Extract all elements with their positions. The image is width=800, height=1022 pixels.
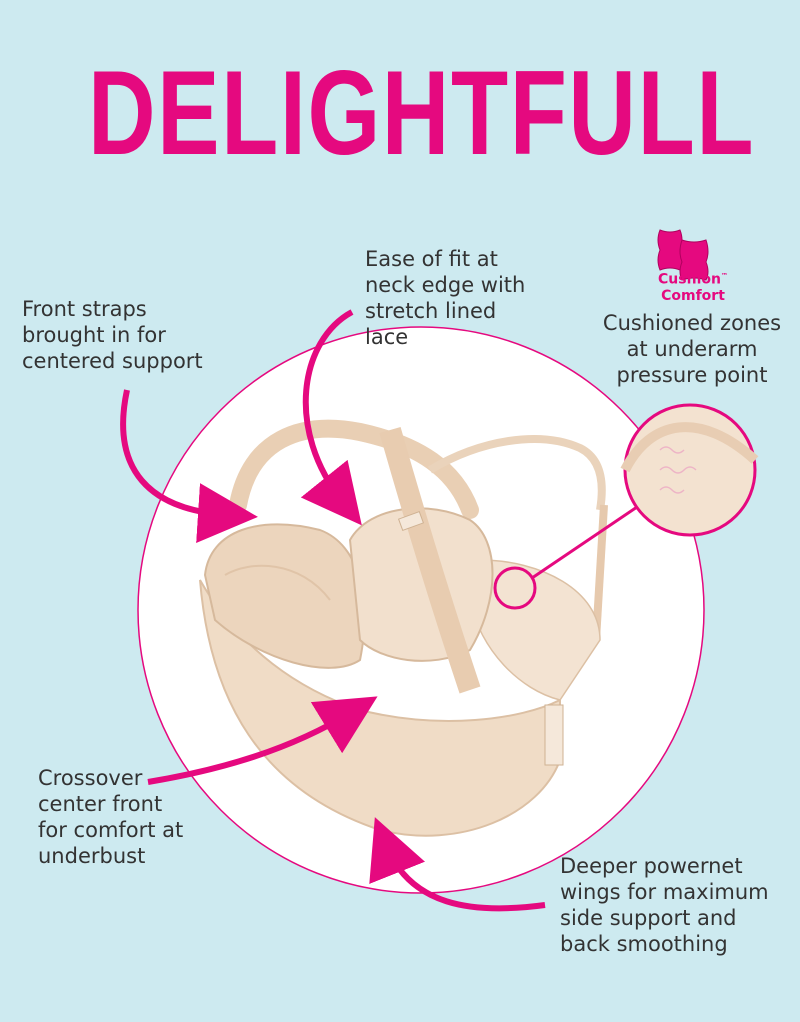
cushion-comfort-badge: Cushion™ Comfort (648, 268, 738, 304)
cushion-pillows-icon (657, 229, 709, 281)
callout-powernet: Deeper powernet wings for maximum side s… (560, 854, 769, 956)
detail-small-circle (493, 566, 537, 610)
arrow-crossover (147, 696, 378, 785)
arrow-neck-edge (300, 309, 362, 526)
arrow-front-straps (120, 389, 258, 544)
badge-line1: Cushion (658, 271, 721, 288)
badge-line2: Comfort (661, 287, 725, 304)
bra-illustration (199, 419, 608, 837)
badge-tm: ™ (720, 272, 728, 280)
callout-front-straps: Front straps brought in for centered sup… (22, 297, 203, 373)
arrow-powernet (369, 817, 546, 912)
callout-cushioned: Cushioned zones at underarm pressure poi… (602, 311, 782, 387)
detail-zoom-pattern (659, 446, 697, 494)
callout-neck-edge: Ease of fit at neck edge with stretch li… (365, 247, 526, 349)
page-title: DELIGHTFULL (88, 46, 756, 180)
callout-crossover: Crossover center front for comfort at un… (38, 766, 184, 868)
